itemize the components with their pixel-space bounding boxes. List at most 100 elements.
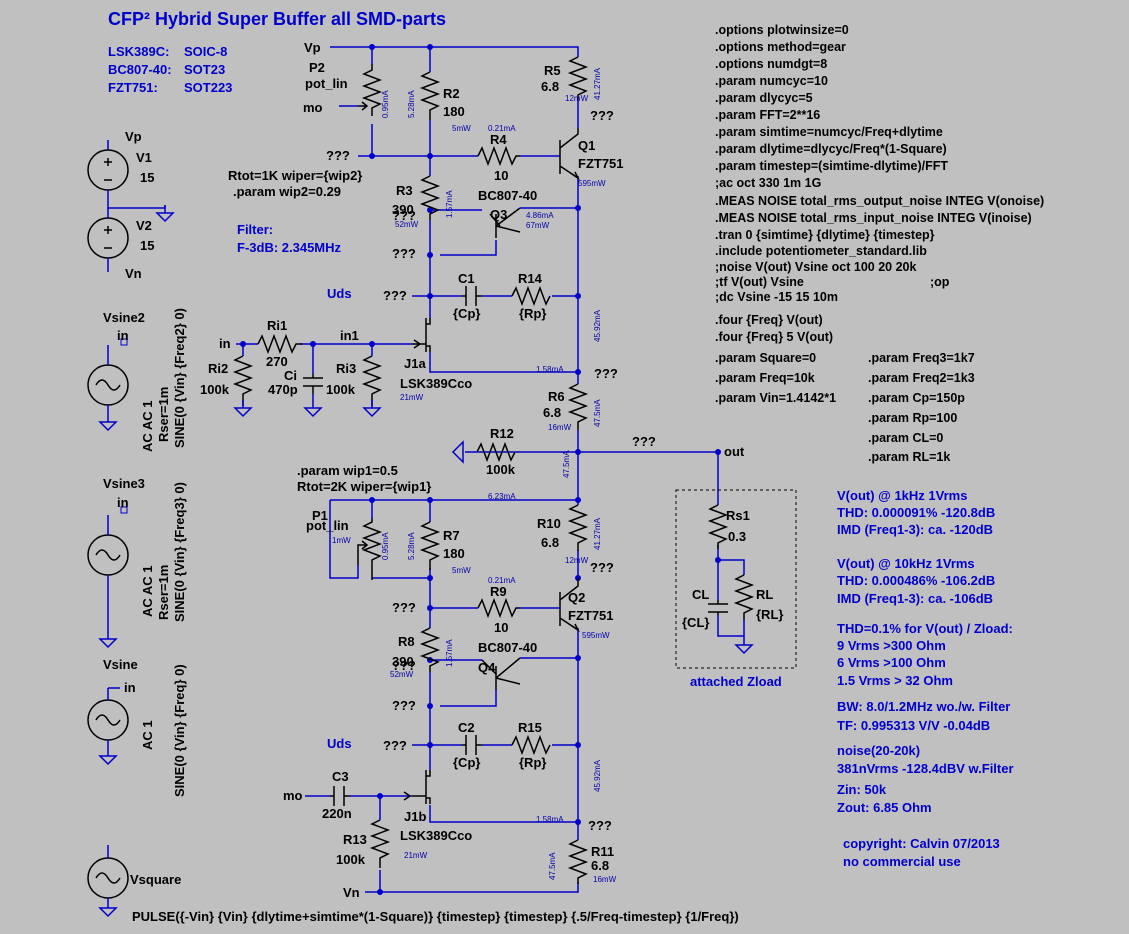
svg-text:10: 10 xyxy=(494,620,508,635)
junction-dots xyxy=(240,44,721,895)
transistors xyxy=(403,128,580,804)
svg-text:Ri3: Ri3 xyxy=(336,361,356,376)
q1-symbol xyxy=(559,128,579,179)
package-list: LSK389C: SOIC-8 BC807-40: SOT23 FZT751: … xyxy=(108,44,232,95)
svg-text:Vp: Vp xyxy=(125,129,142,144)
svg-text:Vp: Vp xyxy=(304,40,321,55)
rl-symbol xyxy=(733,574,755,620)
svg-text:100k: 100k xyxy=(200,382,230,397)
svg-text:Zout: 6.85 Ohm: Zout: 6.85 Ohm xyxy=(837,800,932,815)
svg-text:SOIC-8: SOIC-8 xyxy=(184,44,227,59)
svg-text:;tf V(out) Vsine: ;tf V(out) Vsine xyxy=(715,275,804,289)
svg-text:R6: R6 xyxy=(548,389,565,404)
svg-text:15: 15 xyxy=(140,238,154,253)
svg-text:1.5 Vrms > 32 Ohm: 1.5 Vrms > 32 Ohm xyxy=(837,673,953,688)
svg-text:{Cp}: {Cp} xyxy=(453,306,480,321)
simulation-results: V(out) @ 1kHz 1Vrms THD: 0.000091% -120.… xyxy=(837,488,1014,869)
svg-text:595mW: 595mW xyxy=(578,179,606,188)
ri2-symbol xyxy=(232,355,254,406)
svg-text:{Rp}: {Rp} xyxy=(519,306,546,321)
svg-text:45.92mA: 45.92mA xyxy=(593,759,602,792)
svg-text:???: ??? xyxy=(383,738,407,753)
svg-text:595mW: 595mW xyxy=(582,631,610,640)
j1b-symbol xyxy=(412,770,431,804)
pot-notes: Rtot=1K wiper={wip2} .param wip2=0.29 .p… xyxy=(228,168,431,494)
svg-text:AC AC 1: AC AC 1 xyxy=(140,565,155,617)
svg-text:Rtot=1K wiper={wip2}: Rtot=1K wiper={wip2} xyxy=(228,168,362,183)
svg-text:.MEAS NOISE total_rms_input_no: .MEAS NOISE total_rms_input_noise INTEG … xyxy=(715,211,1032,225)
svg-text:5.28mA: 5.28mA xyxy=(407,532,416,560)
svg-text:.MEAS NOISE total_rms_output_n: .MEAS NOISE total_rms_output_noise INTEG… xyxy=(715,194,1044,208)
r14-symbol xyxy=(511,285,551,307)
svg-text:???: ??? xyxy=(392,600,416,615)
svg-text:1mW: 1mW xyxy=(332,536,351,545)
svg-text:;dc Vsine -15 15 10m: ;dc Vsine -15 15 10m xyxy=(715,290,838,304)
svg-text:0.95mA: 0.95mA xyxy=(381,532,390,560)
r13-symbol xyxy=(369,819,391,868)
svg-text:mo: mo xyxy=(303,100,323,115)
svg-text:Vsquare: Vsquare xyxy=(130,872,181,887)
p2-symbol xyxy=(361,64,383,116)
svg-text:{Cp}: {Cp} xyxy=(453,755,480,770)
svg-text:47.5mA: 47.5mA xyxy=(593,399,602,427)
r15-symbol xyxy=(511,734,551,756)
svg-text:Vsine: Vsine xyxy=(103,657,138,672)
svg-text:100k: 100k xyxy=(336,852,366,867)
cl-symbol xyxy=(708,600,728,615)
svg-text:R4: R4 xyxy=(490,132,507,147)
svg-text:.param dlytime=dlycyc/Freq*(1-: .param dlytime=dlycyc/Freq*(1-Square) xyxy=(715,142,947,156)
svg-text:AC 1: AC 1 xyxy=(140,720,155,750)
schematic-title: CFP² Hybrid Super Buffer all SMD-parts xyxy=(108,9,446,29)
svg-text:R13: R13 xyxy=(343,832,367,847)
zload-box xyxy=(675,489,797,669)
svg-text:.param wip1=0.5: .param wip1=0.5 xyxy=(297,463,398,478)
svg-text:THD=0.1% for V(out) / Zload:: THD=0.1% for V(out) / Zload: xyxy=(837,621,1013,636)
svg-text:IMD (Freq1-3): ca. -120dB: IMD (Freq1-3): ca. -120dB xyxy=(837,522,993,537)
svg-text:R2: R2 xyxy=(443,86,460,101)
svg-text:100k: 100k xyxy=(486,462,516,477)
svg-text:6.8: 6.8 xyxy=(541,79,559,94)
svg-text:.tran 0 {simtime} {dlytime} {t: .tran 0 {simtime} {dlytime} {timestep} xyxy=(715,228,935,242)
c2-symbol xyxy=(462,735,482,755)
ri3-symbol xyxy=(361,355,383,406)
svg-text:Ri1: Ri1 xyxy=(267,318,287,333)
svg-text:6 Vrms >100 Ohm: 6 Vrms >100 Ohm xyxy=(837,655,946,670)
svg-text:10: 10 xyxy=(494,168,508,183)
svg-text:6.23mA: 6.23mA xyxy=(488,492,516,501)
svg-text:41.27mA: 41.27mA xyxy=(593,67,602,100)
svg-text:6.8: 6.8 xyxy=(591,858,609,873)
svg-text:Rs1: Rs1 xyxy=(726,508,750,523)
svg-text:out: out xyxy=(724,444,745,459)
svg-text:LSK389Cco: LSK389Cco xyxy=(400,376,472,391)
svg-text:.param CL=0: .param CL=0 xyxy=(868,431,943,445)
svg-text:5.28mA: 5.28mA xyxy=(407,90,416,118)
svg-text:.options numdgt=8: .options numdgt=8 xyxy=(715,57,827,71)
svg-text:THD: 0.000486% -106.2dB: THD: 0.000486% -106.2dB xyxy=(837,573,995,588)
svg-text:.param Freq2=1k3: .param Freq2=1k3 xyxy=(868,371,975,385)
svg-text:9 Vrms >300 Ohm: 9 Vrms >300 Ohm xyxy=(837,638,946,653)
svg-text:R7: R7 xyxy=(443,528,460,543)
p1-wiper xyxy=(357,540,369,565)
svg-text:100k: 100k xyxy=(326,382,356,397)
svg-text:BC807-40:: BC807-40: xyxy=(108,62,172,77)
svg-text:0.95mA: 0.95mA xyxy=(381,90,390,118)
svg-text:.param timestep=(simtime-dlyti: .param timestep=(simtime-dlytime)/FFT xyxy=(715,159,948,173)
svg-text:SINE(0 {Vin} {Freq2} 0): SINE(0 {Vin} {Freq2} 0) xyxy=(172,308,187,448)
r10-symbol xyxy=(567,504,589,551)
svg-text:Rser=1m: Rser=1m xyxy=(156,387,171,442)
svg-text:1.57mA: 1.57mA xyxy=(445,639,454,667)
svg-text:in: in xyxy=(117,495,129,510)
svg-text:41.27mA: 41.27mA xyxy=(593,517,602,550)
net-labels: Vp mo ??? ??? ??? ??? Uds ??? in in1 ???… xyxy=(117,40,745,900)
r9-symbol xyxy=(477,597,520,619)
svg-text:noise(20-20k): noise(20-20k) xyxy=(837,743,920,758)
sources xyxy=(87,140,166,903)
svg-text:67mW: 67mW xyxy=(526,221,550,230)
svg-text:R8: R8 xyxy=(398,634,415,649)
svg-text:{Rp}: {Rp} xyxy=(519,755,546,770)
svg-text:52mW: 52mW xyxy=(390,670,414,679)
svg-text:Vn: Vn xyxy=(125,266,142,281)
svg-text:mo: mo xyxy=(283,788,303,803)
p1-symbol xyxy=(361,518,383,580)
r2-symbol xyxy=(419,71,441,120)
